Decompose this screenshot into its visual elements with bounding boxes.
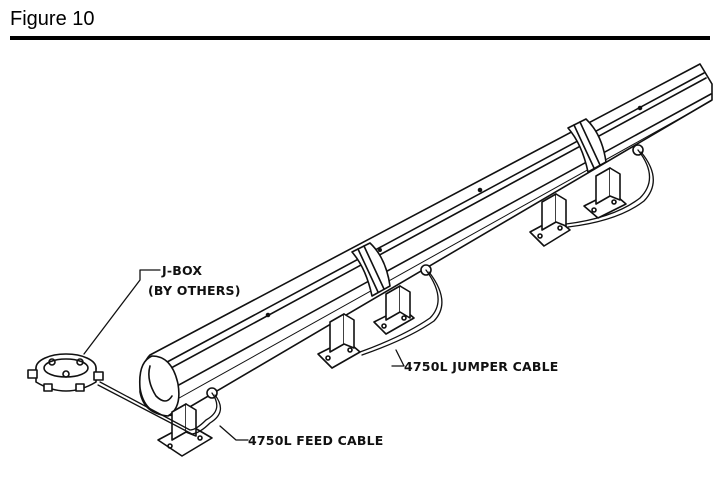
mounting-band-2	[567, 118, 607, 173]
jbox-leader-line	[83, 269, 161, 355]
feed-cable-label: 4750L FEED CABLE	[248, 433, 384, 448]
mounting-bracket-far-a	[529, 193, 571, 247]
jbox-label-line1: J-BOX	[161, 263, 202, 278]
feed-leader-line	[219, 425, 249, 441]
mounting-bracket-mid-b	[373, 264, 432, 335]
mounting-band-1	[351, 242, 391, 297]
mounting-bracket-mid-a	[317, 313, 361, 369]
mounting-bracket-far-b	[583, 144, 644, 219]
jbox-label-line2: (BY OTHERS)	[148, 283, 241, 298]
feed-cable	[97, 381, 222, 435]
jumper-leader-line	[391, 349, 405, 367]
title-rule	[10, 36, 710, 40]
light-fixture	[138, 63, 713, 417]
jumper-cable-1	[359, 269, 443, 356]
jumper-cable-2	[565, 149, 654, 228]
jumper-cable-label: 4750L JUMPER CABLE	[404, 359, 559, 374]
j-box	[27, 353, 104, 392]
figure-title: Figure 10	[10, 8, 95, 30]
